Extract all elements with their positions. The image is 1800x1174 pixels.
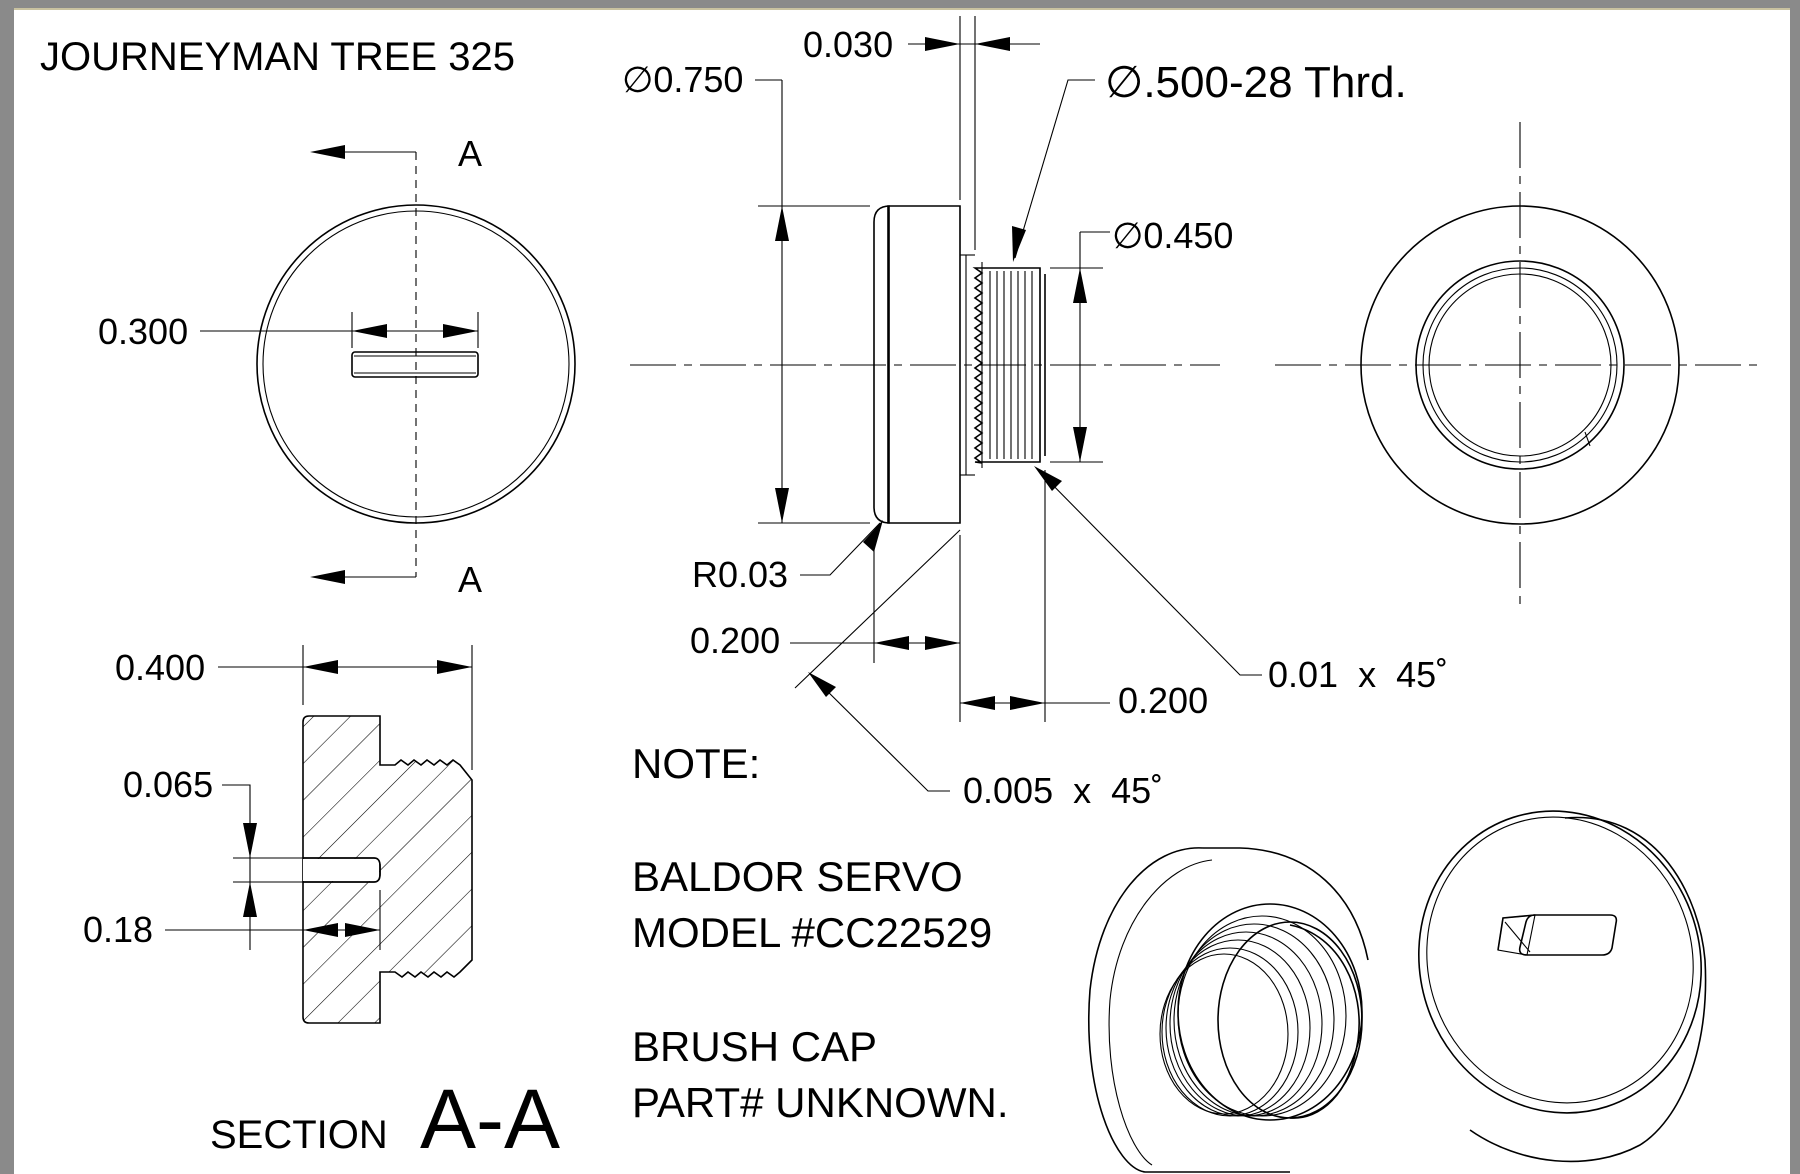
section-marker-top: A [458, 133, 482, 174]
dim-side-chamfer-thread: 0.01 x 45˚ [1268, 654, 1448, 695]
section-marker-bottom: A [458, 559, 482, 600]
dim-side-body-diameter: ∅0.750 [622, 59, 743, 100]
dim-side-thread-length: 0.200 [1118, 680, 1208, 721]
dim-side-fillet-radius: R0.03 [692, 554, 788, 595]
section-label-small: SECTION [210, 1113, 388, 1157]
dim-side-thread-diameter: ∅0.450 [1112, 215, 1233, 256]
dim-side-head-length: 0.200 [690, 620, 780, 661]
isometric-slotted-view [1418, 810, 1707, 1163]
notes-block: NOTE: BALDOR SERVO MODEL #CC22529 BRUSH … [632, 740, 1008, 1126]
drawing-title: JOURNEYMAN TREE 325 [40, 35, 515, 79]
dim-section-overall-length: 0.400 [115, 647, 205, 688]
dim-side-thread-spec: ∅.500-28 Thrd. [1105, 58, 1407, 107]
dim-front-slot-width: 0.300 [98, 311, 188, 352]
note-line-1: BALDOR SERVO [632, 853, 963, 900]
note-line-4: PART# UNKNOWN. [632, 1079, 1008, 1126]
front-view [200, 145, 576, 584]
end-view [1275, 122, 1760, 605]
section-view [165, 645, 473, 1024]
note-line-2: MODEL #CC22529 [632, 909, 992, 956]
dim-section-slot-width: 0.065 [123, 764, 213, 805]
section-label-big: A-A [420, 1072, 560, 1166]
dim-side-chamfer-head: 0.005 x 45˚ [963, 770, 1163, 811]
dim-section-slot-depth: 0.18 [83, 909, 153, 950]
side-view [630, 16, 1262, 792]
note-line-3: BRUSH CAP [632, 1023, 877, 1070]
isometric-threaded-view [1088, 847, 1369, 1173]
dim-side-flange-gap: 0.030 [803, 24, 893, 65]
note-heading: NOTE: [632, 740, 760, 787]
